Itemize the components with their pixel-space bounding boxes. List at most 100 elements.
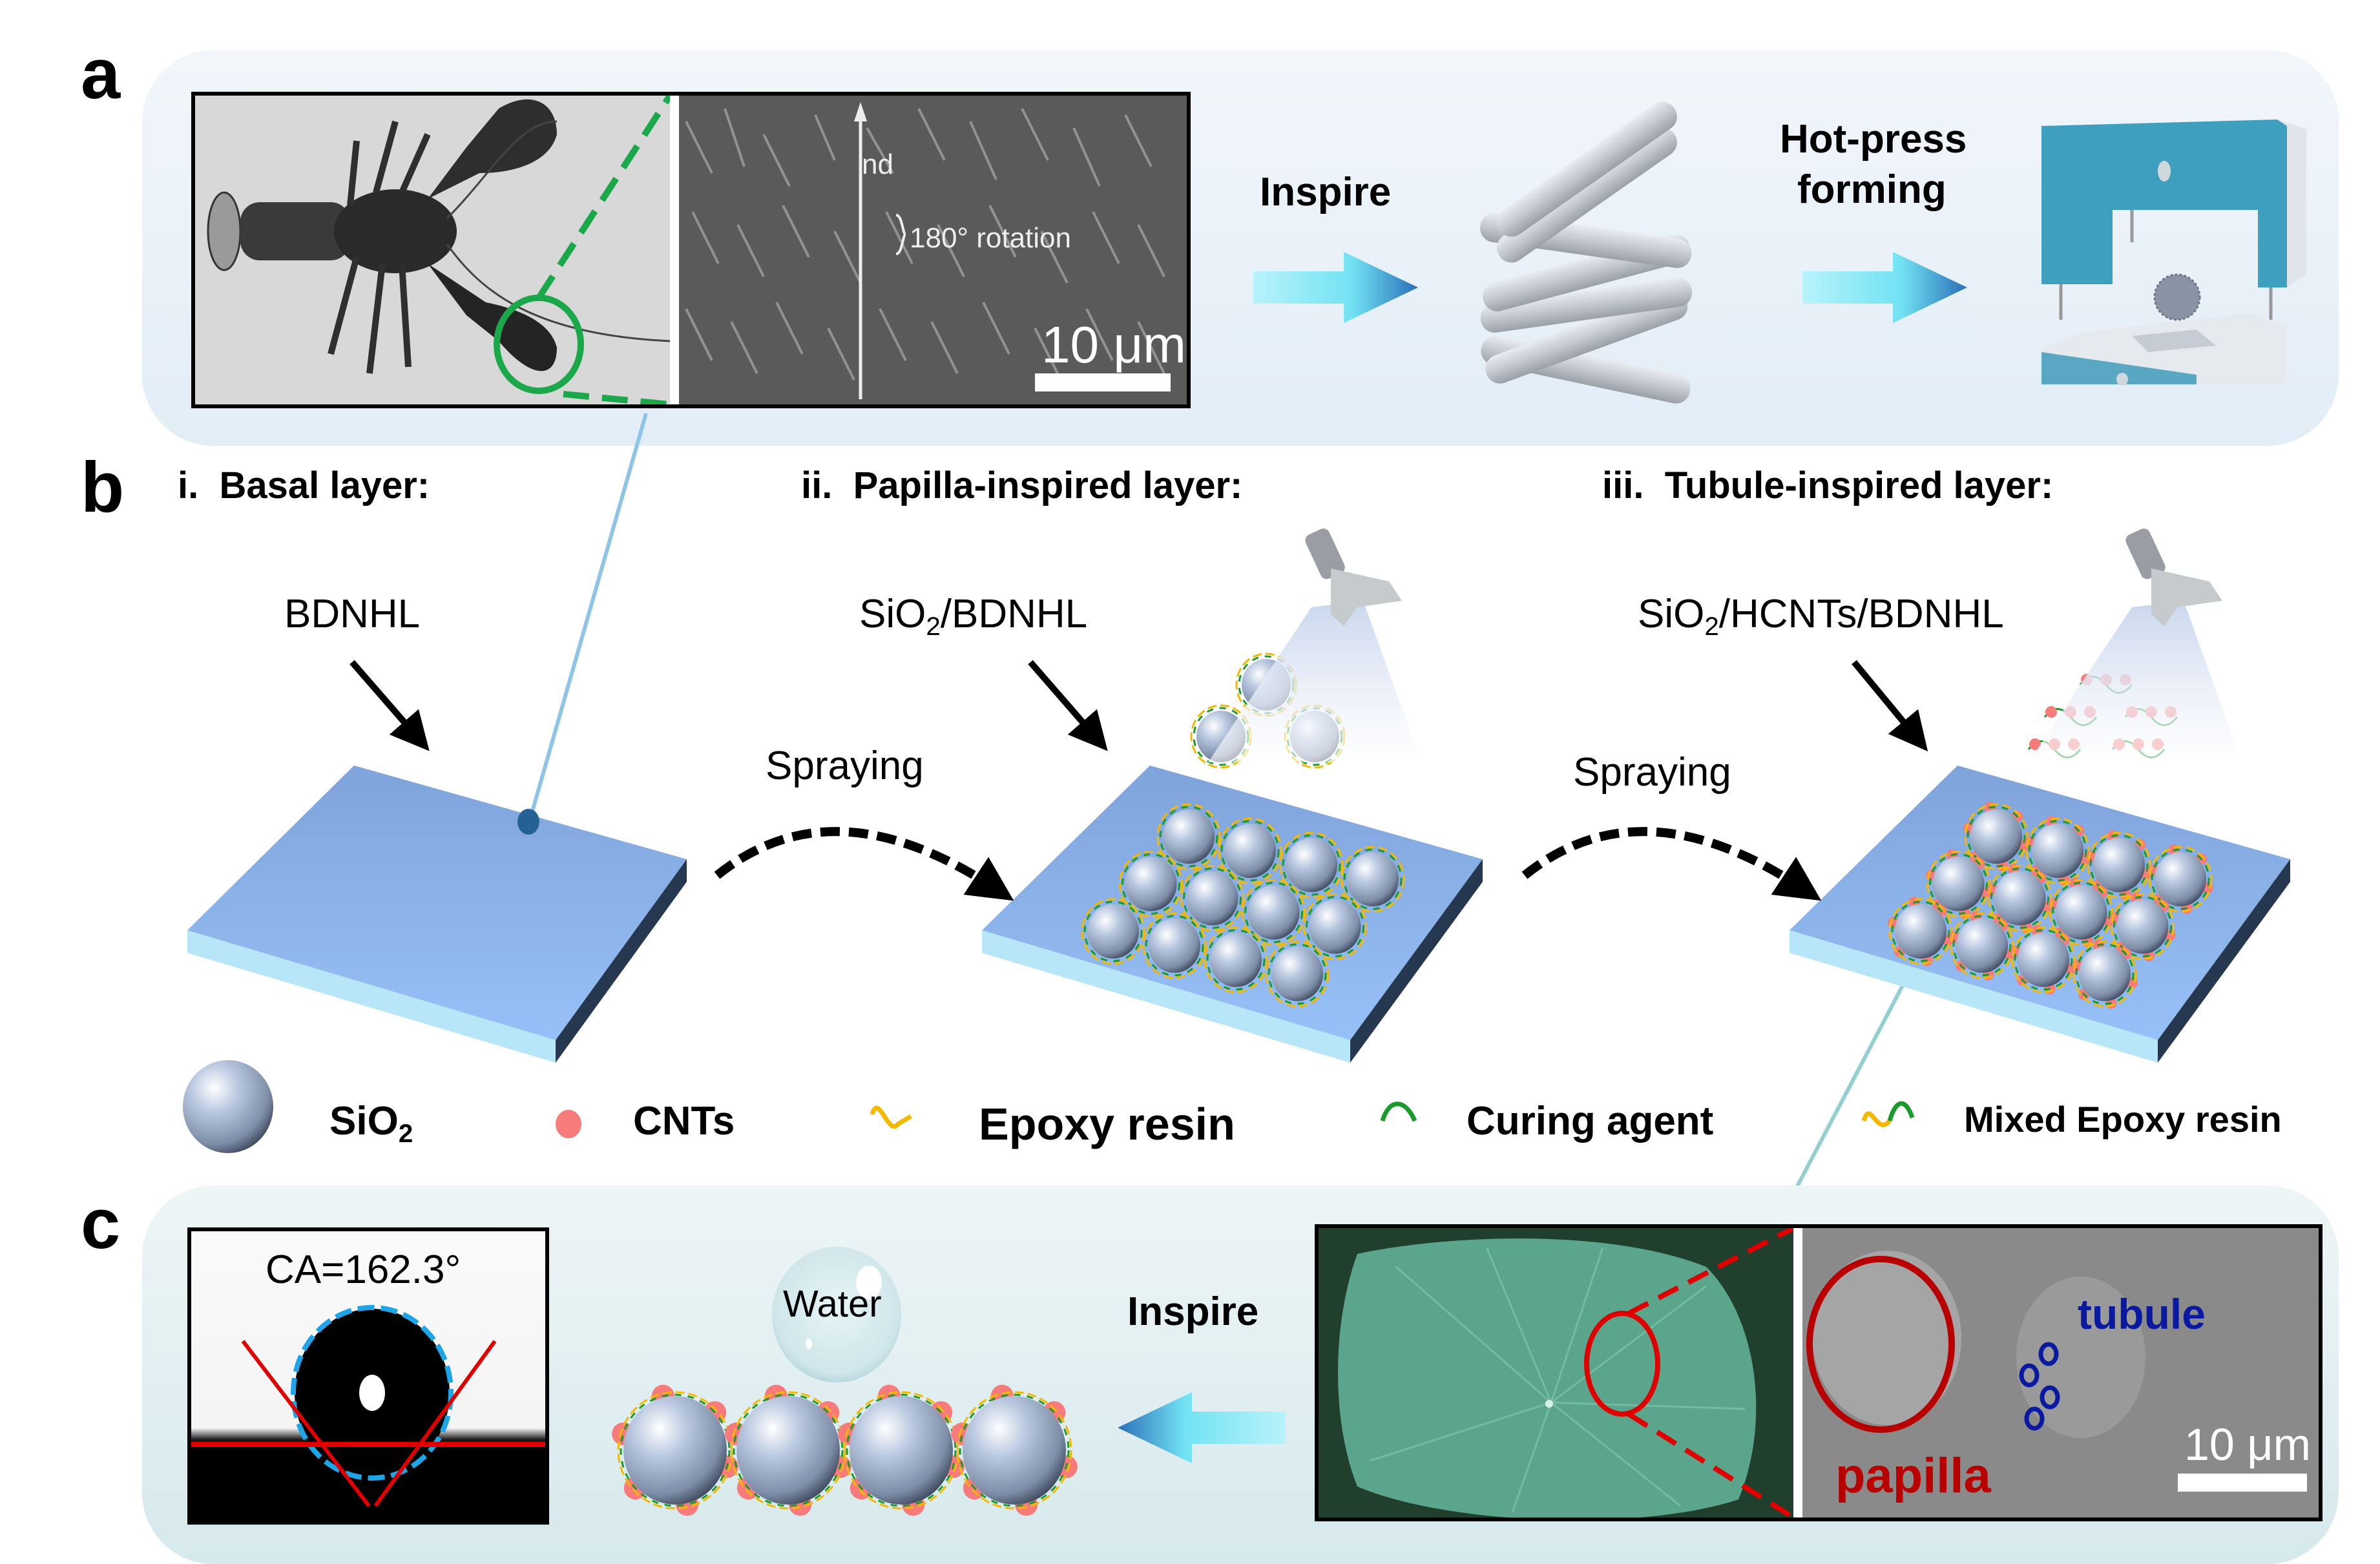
- tubule-circles: [2019, 1342, 2060, 1431]
- epoxy-strand: [956, 1391, 1072, 1510]
- panel-b-label: b: [81, 448, 125, 527]
- sio2-sphere: [850, 1396, 953, 1505]
- sio2-sphere: [1224, 824, 1276, 878]
- curing-strand: [2151, 848, 2210, 910]
- panel-a-label: a: [81, 34, 121, 114]
- papilla-sphere: [1303, 893, 1367, 960]
- legend-label-sio2: SiO2: [329, 1099, 413, 1149]
- curing-strand: [1244, 881, 1303, 943]
- fit-circle: [291, 1305, 454, 1481]
- rotation-brace: [895, 214, 907, 255]
- papilla-circle: [1806, 1256, 1955, 1433]
- zoom-dash-line-top: [536, 96, 673, 300]
- legend-label-cnts: CNTs: [633, 1099, 735, 1143]
- legend-label-epoxy: Epoxy resin: [979, 1099, 1235, 1149]
- epoxy-strand: [1242, 879, 1306, 946]
- sio2-sphere: [1956, 918, 2008, 973]
- tubule-sphere: [2109, 891, 2176, 962]
- tubule-sphere: [1925, 849, 1992, 919]
- hot-press-label-line1: Hot-press: [1780, 117, 1967, 162]
- epoxy-strand: [2087, 831, 2151, 899]
- epoxy-strand: [1204, 926, 1268, 994]
- pointer-arrow-papilla: [1028, 660, 1108, 751]
- sio2-sphere: [963, 1396, 1066, 1505]
- epoxy-strand: [617, 1391, 733, 1510]
- spray-arrows: [714, 827, 1822, 901]
- curing-strand: [1967, 806, 2026, 868]
- sem-scale-label: 10 μm: [1041, 316, 1186, 373]
- sio2-sphere: [1210, 932, 1262, 987]
- spray-cnt: [2045, 706, 2057, 718]
- material-label-tubule: SiO2/HCNTs/BDNHL: [1638, 592, 2004, 641]
- epoxy-strand: [2148, 846, 2213, 913]
- header-numeral: iii.: [1602, 464, 1644, 506]
- tubule-sphere: [1963, 802, 2029, 871]
- curing-strand: [959, 1393, 1070, 1507]
- sio2-sphere: [2032, 824, 2083, 878]
- sem-nd-label: nd: [862, 149, 893, 180]
- water-label: Water: [783, 1283, 882, 1325]
- material-label-papilla: SiO2/BDNHL: [859, 592, 1088, 641]
- epoxy-strand: [1341, 846, 1405, 913]
- layer-slabs: [187, 766, 2290, 1063]
- sio2-sphere: [1125, 857, 1177, 912]
- lobster-abdomen: [240, 202, 350, 260]
- epoxy-strand: [1119, 850, 1183, 917]
- tubule-sphere: [2025, 816, 2091, 886]
- sio2-sphere: [1309, 899, 1361, 954]
- lobster-upper-claw: [428, 99, 557, 199]
- papilla-sphere: [1341, 846, 1405, 913]
- curing-strand: [2089, 834, 2149, 896]
- sio2-sphere: [1163, 809, 1215, 864]
- bouligand-cylinder-stack-icon: [1479, 101, 1693, 404]
- leaf-highlight-circle: [1584, 1311, 1660, 1417]
- curing-strand: [1206, 929, 1266, 991]
- papilla-sphere: [1279, 831, 1344, 899]
- curing-strand: [1929, 853, 1988, 915]
- epoxy-strand: [1156, 803, 1221, 870]
- curing-strand: [2028, 820, 2087, 882]
- epoxy-strand: [730, 1391, 846, 1510]
- spraying-label-2: Spraying: [1573, 750, 1731, 795]
- sio2-sphere: [1286, 838, 1337, 892]
- curing-strand: [2113, 895, 2172, 957]
- curing-strand: [1122, 853, 1180, 915]
- cnt-dot-icon: [556, 1110, 581, 1138]
- inspire-arrow-c-icon: [1118, 1392, 1286, 1463]
- inspire-label-a: Inspire: [1260, 170, 1392, 214]
- epoxy-strand: [2049, 879, 2113, 946]
- tangent-line-left: [241, 1340, 371, 1507]
- lobster-sem-image: [679, 96, 1187, 404]
- header-papilla-layer: ii. Papilla-inspired layer:: [801, 464, 1242, 507]
- basal-marker-dot: [517, 809, 539, 835]
- sio2-sphere: [2018, 932, 2069, 987]
- curing-strand: [1183, 867, 1242, 929]
- epoxy-strand: [1950, 912, 2014, 979]
- curing-agent-icon: [1380, 1101, 1417, 1122]
- curing-strand: [1306, 895, 1364, 957]
- contact-angle-image: CA=162.3°: [187, 1227, 549, 1525]
- spray-gun-2-icon: [2029, 528, 2242, 762]
- spray-arrow-1: [714, 827, 1014, 901]
- epoxy-strand: [2011, 926, 2076, 994]
- sio2-sphere: [1970, 809, 2022, 864]
- spraying-label-1: Spraying: [766, 744, 924, 788]
- epoxy-strand: [1988, 864, 2052, 932]
- sio2-sphere: [1932, 857, 1985, 912]
- curing-strand: [1268, 943, 1327, 1005]
- upper-mold: [2041, 120, 2287, 287]
- row-sphere: [725, 1384, 851, 1516]
- curing-strand: [1952, 915, 2012, 977]
- sio2-sphere: [2116, 899, 2169, 954]
- sio2-sphere: [623, 1396, 727, 1505]
- sio2-sphere: [1149, 918, 1200, 973]
- header-numeral: i.: [178, 464, 199, 506]
- epoxy-strand: [1218, 817, 1282, 884]
- spray-cnt: [2029, 738, 2041, 750]
- row-sphere: [838, 1384, 965, 1516]
- papilla-sphere: [1218, 817, 1282, 884]
- legend-label-curing: Curing agent: [1467, 1099, 1714, 1143]
- scale-bar: [1035, 373, 1171, 391]
- spray-guns: [1208, 528, 2242, 762]
